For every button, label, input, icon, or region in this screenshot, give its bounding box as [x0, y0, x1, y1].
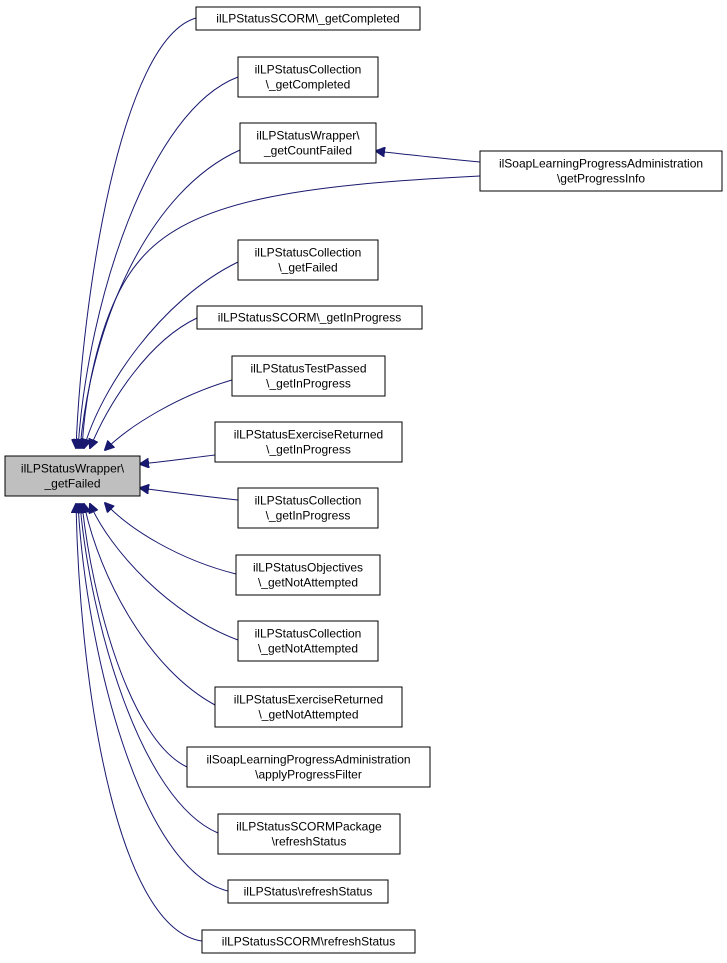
- node-scorm-getinprogress-box: [196, 305, 423, 330]
- node-exercisereturned-getinprogress-box: [214, 421, 403, 463]
- node-exercisereturned-getinprogress-label-line: \_getInProgress: [266, 443, 351, 457]
- node-collection-getinprogress-label-line: ilLPStatusCollection: [255, 494, 362, 508]
- node-exercisereturned-getnotattempted-box: [214, 686, 403, 728]
- edges-layer: [76, 17, 481, 942]
- edge-soap-applyprogressfilter: [82, 504, 188, 768]
- node-exercisereturned-getinprogress[interactable]: ilLPStatusExerciseReturned\_getInProgres…: [214, 421, 403, 463]
- node-collection-getnotattempted[interactable]: ilLPStatusCollection\_getNotAttempted: [237, 620, 379, 662]
- node-scorm-getcompleted-label-line: ilLPStatusSCORM\_getCompleted: [216, 12, 399, 26]
- node-testpassed-getinprogress-label-line: \_getInProgress: [266, 377, 351, 391]
- node-exercisereturned-getnotattempted[interactable]: ilLPStatusExerciseReturned\_getNotAttemp…: [214, 686, 403, 728]
- node-scorm-refreshstatus-label-line: ilLPStatusSCORM\refreshStatus: [222, 935, 395, 949]
- node-scorm-getcompleted[interactable]: ilLPStatusSCORM\_getCompleted: [195, 6, 421, 31]
- node-collection-getcompleted-box: [237, 56, 379, 98]
- node-objectives-getnotattempted-label-line: ilLPStatusObjectives: [253, 561, 363, 575]
- edge-wrapper-getcountfailed: [80, 149, 241, 448]
- node-soap-getprogressinfo-box: [479, 150, 723, 192]
- node-testpassed-getinprogress-box: [231, 355, 386, 397]
- node-collection-getnotattempted-label-line: \_getNotAttempted: [258, 642, 358, 656]
- node-soap-applyprogressfilter-box: [186, 746, 431, 788]
- node-soap-getprogressinfo-label-line: ilSoapLearningProgressAdministration: [499, 157, 703, 171]
- node-scormpackage-refreshstatus-label-line: \refreshStatus: [272, 835, 347, 849]
- edge-scorm-getcompleted: [76, 17, 197, 448]
- node-collection-getnotattempted-label-line: ilLPStatusCollection: [255, 627, 362, 641]
- node-scormpackage-refreshstatus-box: [217, 813, 401, 855]
- nodes-layer: ilLPStatusWrapper\_getFailedilLPStatusSC…: [4, 6, 723, 954]
- node-exercisereturned-getnotattempted-label-line: \_getNotAttempted: [258, 708, 358, 722]
- node-collection-getcompleted[interactable]: ilLPStatusCollection\_getCompleted: [237, 56, 379, 98]
- node-collection-getinprogress[interactable]: ilLPStatusCollection\_getInProgress: [237, 487, 379, 529]
- node-soap-getprogressinfo[interactable]: ilSoapLearningProgressAdministration\get…: [479, 150, 723, 192]
- node-wrapper-getcountfailed-box: [239, 122, 377, 164]
- node-lpstatus-refreshstatus-box: [227, 879, 389, 904]
- node-collection-getcompleted-label-line: ilLPStatusCollection: [255, 63, 362, 77]
- node-collection-getcompleted-label-line: \_getCompleted: [266, 78, 351, 92]
- node-exercisereturned-getinprogress-label-line: ilLPStatusExerciseReturned: [234, 428, 383, 442]
- edge-lpstatus-refreshstatus: [78, 504, 229, 892]
- node-testpassed-getinprogress[interactable]: ilLPStatusTestPassed\_getInProgress: [231, 355, 386, 397]
- node-scorm-getinprogress[interactable]: ilLPStatusSCORM\_getInProgress: [196, 305, 423, 330]
- focus-node-box: [4, 455, 141, 497]
- node-soap-applyprogressfilter-label-line: ilSoapLearningProgressAdministration: [206, 753, 410, 767]
- edge-exercisereturned-getinprogress: [140, 454, 216, 464]
- node-exercisereturned-getnotattempted-label-line: ilLPStatusExerciseReturned: [234, 693, 383, 707]
- node-scorm-refreshstatus[interactable]: ilLPStatusSCORM\refreshStatus: [201, 929, 416, 954]
- node-collection-getnotattempted-box: [237, 620, 379, 662]
- node-objectives-getnotattempted-box: [235, 554, 381, 596]
- node-collection-getfailed-box: [237, 239, 379, 281]
- edge-objectives-getnotattempted: [105, 503, 237, 575]
- node-soap-applyprogressfilter-label-line: \applyProgressFilter: [255, 768, 362, 782]
- node-collection-getinprogress-box: [237, 487, 379, 529]
- edge-soap-getprogressinfo: [82, 175, 481, 448]
- node-testpassed-getinprogress-label-line: ilLPStatusTestPassed: [250, 362, 366, 376]
- node-scorm-getinprogress-label-line: ilLPStatusSCORM\_getInProgress: [218, 311, 401, 325]
- node-collection-getfailed-label-line: \_getFailed: [278, 261, 337, 275]
- edge-collection-getnotattempted: [90, 504, 239, 641]
- node-scormpackage-refreshstatus[interactable]: ilLPStatusSCORMPackage\refreshStatus: [217, 813, 401, 855]
- node-objectives-getnotattempted-label-line: \_getNotAttempted: [258, 576, 358, 590]
- edge-scorm-getinprogress: [90, 317, 198, 448]
- node-collection-getinprogress-label-line: \_getInProgress: [266, 509, 351, 523]
- edge-collection-getcompleted: [78, 76, 239, 448]
- node-lpstatus-refreshstatus[interactable]: ilLPStatus\refreshStatus: [227, 879, 389, 904]
- node-scorm-refreshstatus-box: [201, 929, 416, 954]
- edge-collection-getinprogress: [140, 488, 239, 501]
- edge-scorm-refreshstatus: [76, 504, 203, 942]
- node-wrapper-getcountfailed-label-line: ilLPStatusWrapper\: [256, 129, 360, 143]
- edge-soap-to-countfailed: [376, 151, 481, 163]
- edge-collection-getfailed: [84, 261, 239, 448]
- focus-node[interactable]: ilLPStatusWrapper\_getFailed: [4, 455, 141, 497]
- node-wrapper-getcountfailed-label-line: _getCountFailed: [263, 144, 352, 158]
- node-soap-getprogressinfo-label-line: \getProgressInfo: [557, 172, 645, 186]
- node-soap-applyprogressfilter[interactable]: ilSoapLearningProgressAdministration\app…: [186, 746, 431, 788]
- node-scormpackage-refreshstatus-label-line: ilLPStatusSCORMPackage: [236, 820, 382, 834]
- node-scorm-getcompleted-box: [195, 6, 421, 31]
- node-collection-getfailed[interactable]: ilLPStatusCollection\_getFailed: [237, 239, 379, 281]
- edge-scormpackage-refreshstatus: [80, 504, 219, 834]
- edge-exercisereturned-getnotattempted: [84, 504, 216, 706]
- edge-testpassed-getinprogress: [105, 379, 233, 450]
- node-wrapper-getcountfailed[interactable]: ilLPStatusWrapper\_getCountFailed: [239, 122, 377, 164]
- node-objectives-getnotattempted[interactable]: ilLPStatusObjectives\_getNotAttempted: [235, 554, 381, 596]
- focus-node-label-line: _getFailed: [43, 477, 100, 491]
- node-collection-getfailed-label-line: ilLPStatusCollection: [255, 246, 362, 260]
- focus-node-label-line: ilLPStatusWrapper\: [21, 462, 125, 476]
- node-lpstatus-refreshstatus-label-line: ilLPStatus\refreshStatus: [244, 885, 373, 899]
